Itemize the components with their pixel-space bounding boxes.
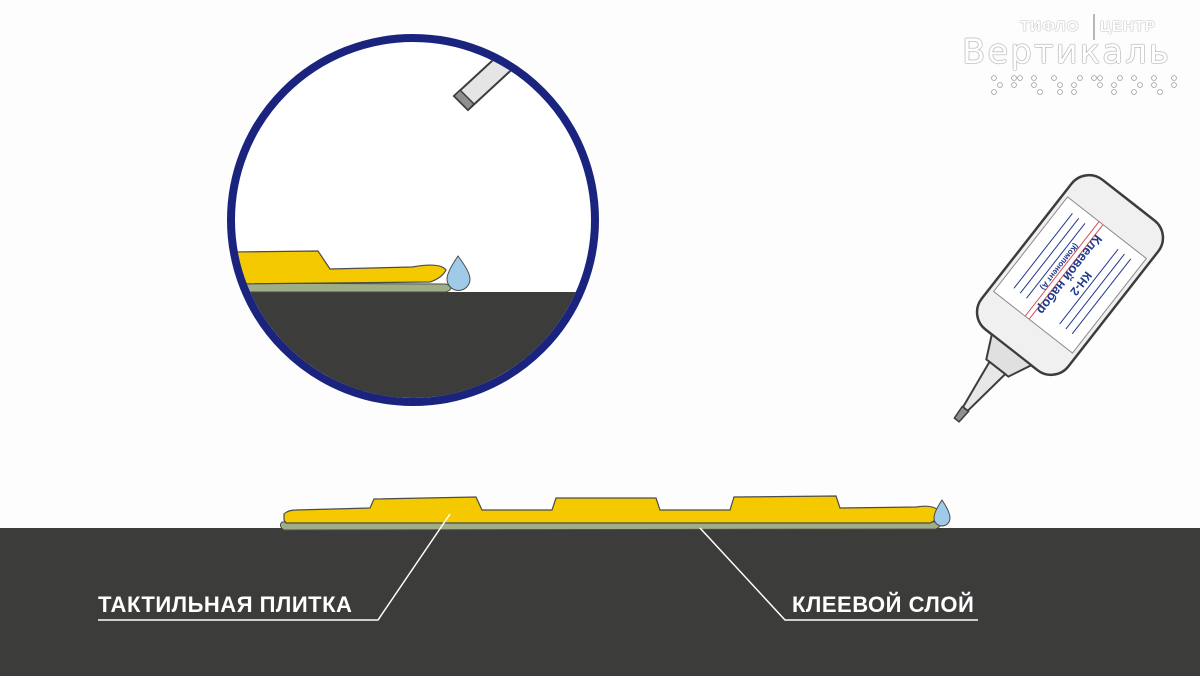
brand-logo: ТИФЛО ЦЕНТР Вертикаль bbox=[940, 8, 1190, 103]
tactile-tile-label: ТАКТИЛЬНАЯ ПЛИТКА bbox=[98, 592, 353, 617]
glue-bottle bbox=[953, 173, 1165, 423]
logo-suffix: ЦЕНТР bbox=[1100, 18, 1156, 35]
tile-callout-line bbox=[98, 513, 451, 621]
glue-callout-line bbox=[699, 527, 978, 621]
glue-layer-label: КЛЕЕВОЙ СЛОЙ bbox=[792, 592, 975, 617]
logo-divider bbox=[1093, 14, 1095, 40]
glue-drop bbox=[933, 499, 951, 527]
tactile-tile bbox=[283, 495, 941, 524]
braille-dots-icon bbox=[991, 75, 1177, 95]
magnifier-ring bbox=[227, 34, 599, 406]
lens-glue-drop bbox=[446, 255, 471, 291]
lens-glue-layer bbox=[235, 282, 452, 293]
floor-surface bbox=[0, 528, 1200, 676]
logo-prefix: ТИФЛО bbox=[1020, 18, 1080, 35]
lens-tactile-tile bbox=[235, 250, 447, 285]
logo-name: Вертикаль bbox=[962, 32, 1171, 72]
